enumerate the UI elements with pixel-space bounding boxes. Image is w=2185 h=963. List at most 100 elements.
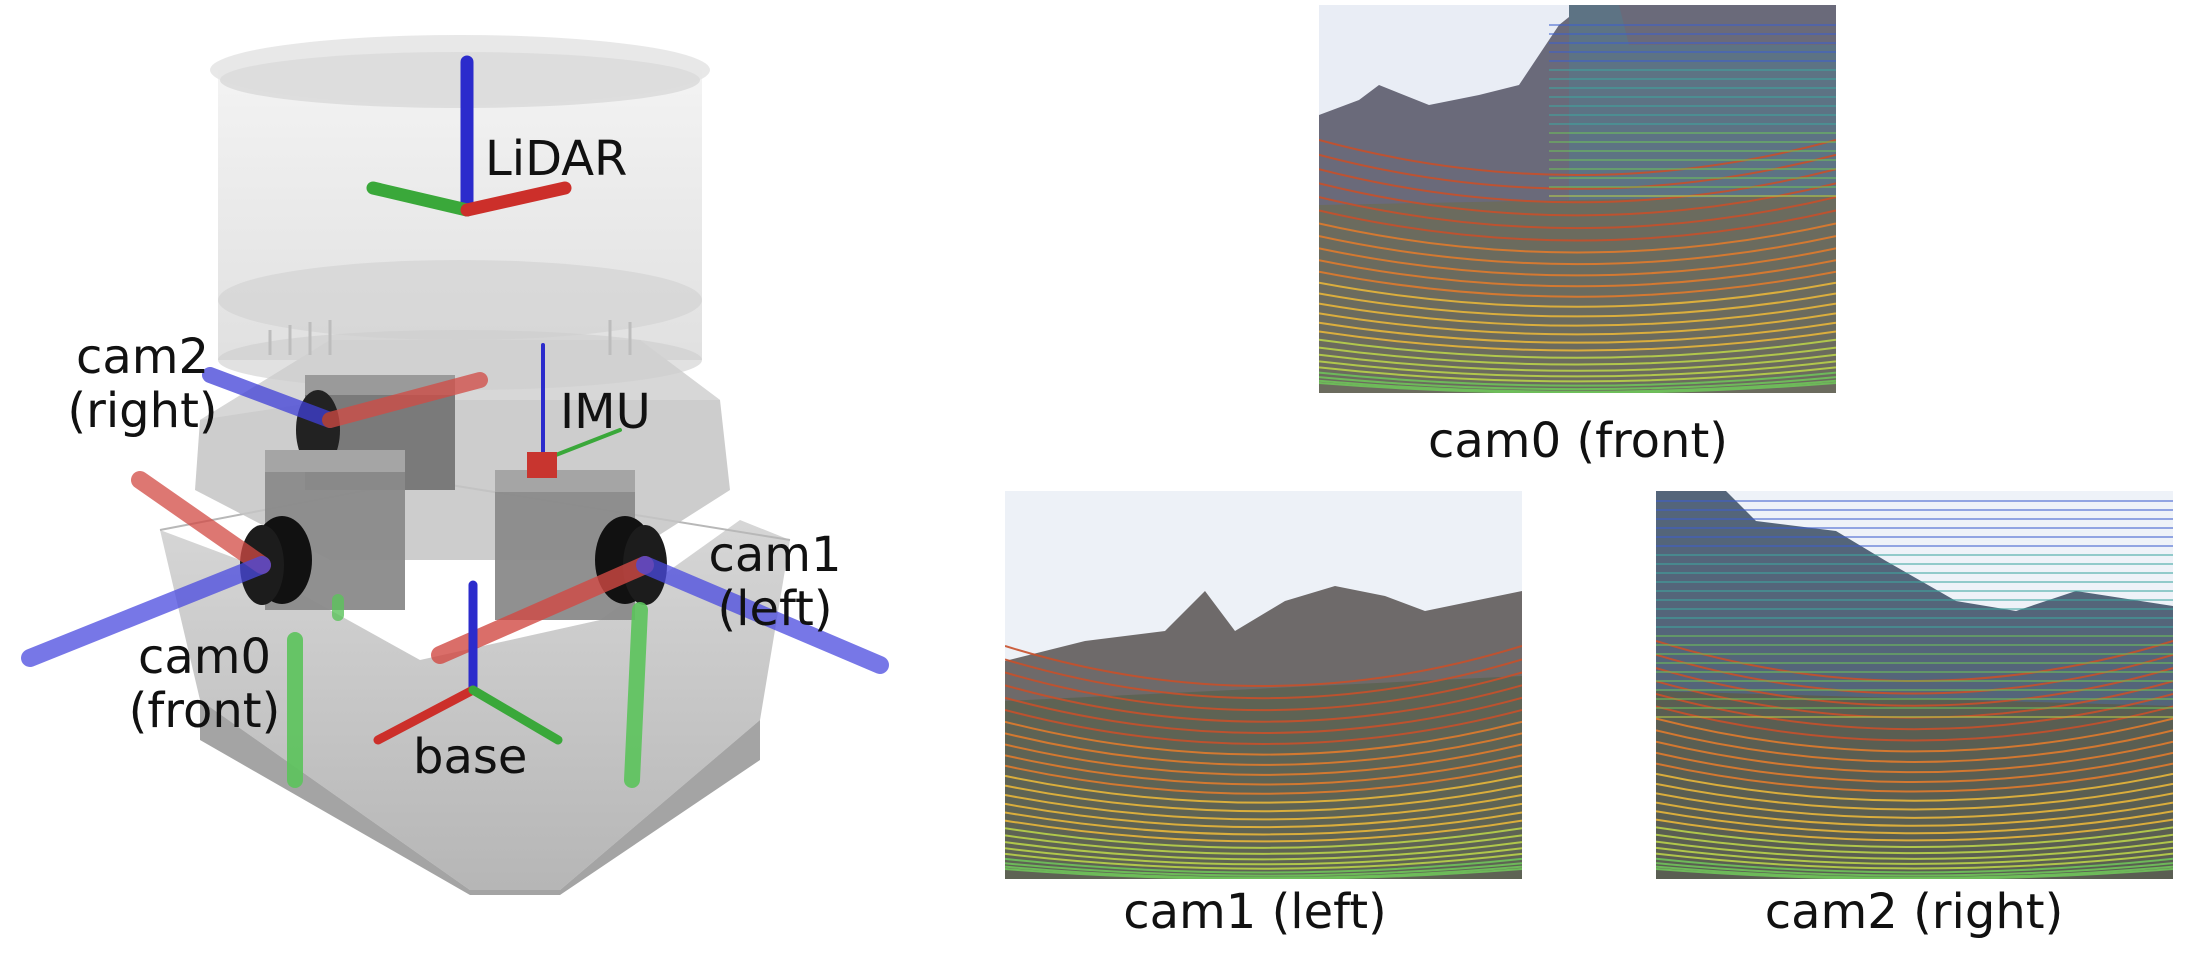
lidar-scan-line — [1656, 762, 2173, 793]
lidar-scan-line — [1005, 645, 1522, 687]
cam2-frame-axes — [202, 367, 488, 428]
lidar-scan-line — [1005, 819, 1522, 843]
lidar-scan-line — [1319, 153, 1836, 190]
lidar-frame-axes — [366, 55, 572, 217]
cam0-label-direction: (front) — [128, 683, 281, 739]
lidar-scan-line — [1319, 168, 1836, 204]
lidar-scan-line — [1319, 182, 1836, 217]
lidar-scan-line — [1005, 658, 1522, 700]
lidar-scan-line — [1319, 338, 1836, 359]
lidar-scan-line — [1005, 865, 1522, 879]
lidar-scan-line — [1656, 810, 2173, 835]
imu-label: IMU — [560, 384, 651, 440]
lidar-scan-line — [1319, 376, 1836, 391]
cam0-frame-axes — [21, 471, 344, 788]
cam1-label-name: cam1 — [708, 527, 842, 583]
lidar-scan-line — [1656, 653, 2173, 695]
cam2-label-name: cam2 — [75, 329, 210, 385]
lidar-scan-line — [1319, 366, 1836, 383]
cam2-image — [1656, 491, 2173, 879]
lidar-scan-line — [1656, 782, 2173, 811]
lidar-scan-line — [1319, 302, 1836, 327]
lidar-scan-line — [1319, 321, 1836, 344]
cam2-label-direction: (right) — [67, 383, 218, 439]
lidar-scan-line — [1656, 833, 2173, 855]
cam0-image — [1319, 5, 1836, 393]
lidar-scan-line — [1656, 717, 2173, 753]
lidar-scan-line — [1005, 793, 1522, 821]
sensor-rig-diagram: LiDAR IMU base cam2 (right) cam0 (front)… — [0, 0, 1000, 959]
lidar-scan-line — [1319, 346, 1836, 366]
imu-frame-axes — [527, 343, 622, 478]
cam0-label-name: cam0 — [137, 629, 272, 685]
lidar-scan-line — [1319, 330, 1836, 352]
lidar-scan-line — [1656, 857, 2173, 874]
lidar-scan-line — [1005, 802, 1522, 829]
cam0-label: cam0 (front) — [122, 630, 287, 738]
lidar-scan-line — [1005, 847, 1522, 866]
lidar-scan-line — [1319, 139, 1836, 176]
cam0-body — [240, 450, 405, 610]
lidar-scan-line — [1005, 827, 1522, 849]
lidar-scan-line — [1005, 671, 1522, 712]
lidar-scan-line — [1656, 865, 2173, 879]
lidar-cylinder — [210, 35, 710, 390]
lidar-scan-line — [1005, 852, 1522, 870]
lidar-scan-line — [1005, 754, 1522, 786]
lidar-scan-line — [1005, 834, 1522, 855]
lidar-scan-line — [1319, 281, 1836, 308]
lidar-scan-line — [1005, 774, 1522, 804]
base-frame-axes — [373, 580, 563, 745]
cam0-projection — [1319, 5, 1836, 393]
lidar-scan-line — [1319, 382, 1836, 393]
lidar-scan-line — [1319, 292, 1836, 318]
lidar-scan-line — [1319, 247, 1836, 277]
cam0-caption: cam0 (front) — [1428, 413, 1728, 469]
lidar-scan-line — [1005, 857, 1522, 874]
lidar-scan-line — [1005, 720, 1522, 756]
cam2-label: cam2 (right) — [60, 330, 225, 438]
lidar-scan-line — [1319, 371, 1836, 387]
base-label: base — [413, 729, 528, 785]
lidar-scan-line — [1656, 705, 2173, 742]
lidar-scan-line — [1319, 196, 1836, 230]
lidar-scan-line — [1005, 811, 1522, 836]
lidar-scan-line — [1656, 792, 2173, 819]
lidar-scan-line — [1656, 852, 2173, 870]
lidar-scan-line — [1319, 259, 1836, 288]
cam2-projection — [1656, 491, 2173, 879]
lidar-scan-line — [1656, 818, 2173, 842]
lidar-scan-line — [1656, 740, 2173, 774]
lidar-scan-line — [1656, 751, 2173, 783]
lidar-scan-line — [1005, 862, 1522, 877]
cam1-projection — [1005, 491, 1522, 879]
lidar-scan-line — [1319, 312, 1836, 336]
lidar-scan-line — [1005, 708, 1522, 745]
lidar-scan-line — [1656, 729, 2173, 763]
rig-drawing — [21, 35, 889, 895]
lidar-scan-line — [1005, 868, 1522, 879]
cam1-caption: cam1 (left) — [1123, 884, 1387, 940]
lidar-scan-line — [1656, 667, 2173, 707]
lidar-scan-line — [1656, 868, 2173, 879]
lidar-scan-line — [1319, 353, 1836, 372]
cam1-image — [1005, 491, 1522, 879]
lidar-scan-line — [1005, 784, 1522, 813]
lidar-scan-line — [1319, 379, 1836, 393]
lidar-scan-line — [1005, 696, 1522, 734]
lidar-scan-line — [1005, 732, 1522, 766]
lidar-scan-line — [1656, 801, 2173, 827]
lidar-scan-line — [1319, 222, 1836, 254]
lidar-scan-line — [1005, 684, 1522, 723]
lidar-scan-line — [1656, 693, 2173, 731]
cam1-label-direction: (left) — [717, 581, 833, 637]
lidar-scan-line — [1005, 764, 1522, 795]
lidar-scan-line — [1005, 743, 1522, 776]
lidar-scan-line — [1005, 841, 1522, 861]
lidar-scan-line — [1319, 235, 1836, 266]
lidar-label: LiDAR — [485, 131, 628, 187]
lidar-scan-line — [1656, 826, 2173, 848]
lidar-scan-line — [1656, 862, 2173, 877]
lidar-scan-line — [1656, 772, 2173, 802]
lidar-scan-line — [1319, 360, 1836, 378]
